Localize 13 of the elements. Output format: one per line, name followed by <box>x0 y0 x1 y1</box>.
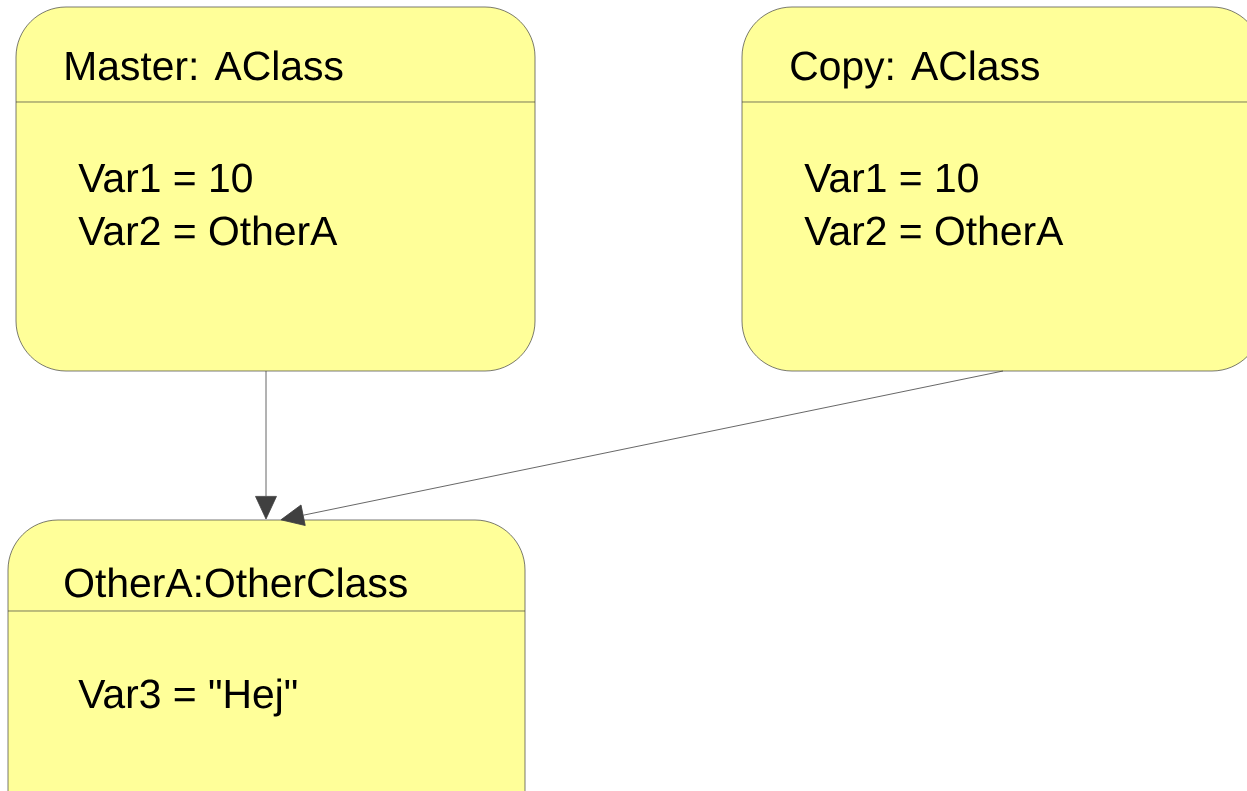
attribute-text: Var2 = OtherA <box>78 215 338 246</box>
attribute-text: Var2 = OtherA <box>804 215 1064 246</box>
class-box <box>741 6 1247 372</box>
class-header: Copy: AClass <box>791 50 1039 89</box>
class-header: OtherA:OtherClass <box>65 567 407 598</box>
arrow <box>280 370 1004 526</box>
class-header: Master: AClass <box>66 50 343 81</box>
attribute-text: Var1 = 10 <box>78 163 252 193</box>
class-box <box>15 6 536 372</box>
arrow <box>255 370 277 520</box>
class-box <box>7 519 526 791</box>
attribute-text: Var3 = "Hej" <box>78 678 297 717</box>
attribute-text: Var1 = 10 <box>804 163 978 193</box>
